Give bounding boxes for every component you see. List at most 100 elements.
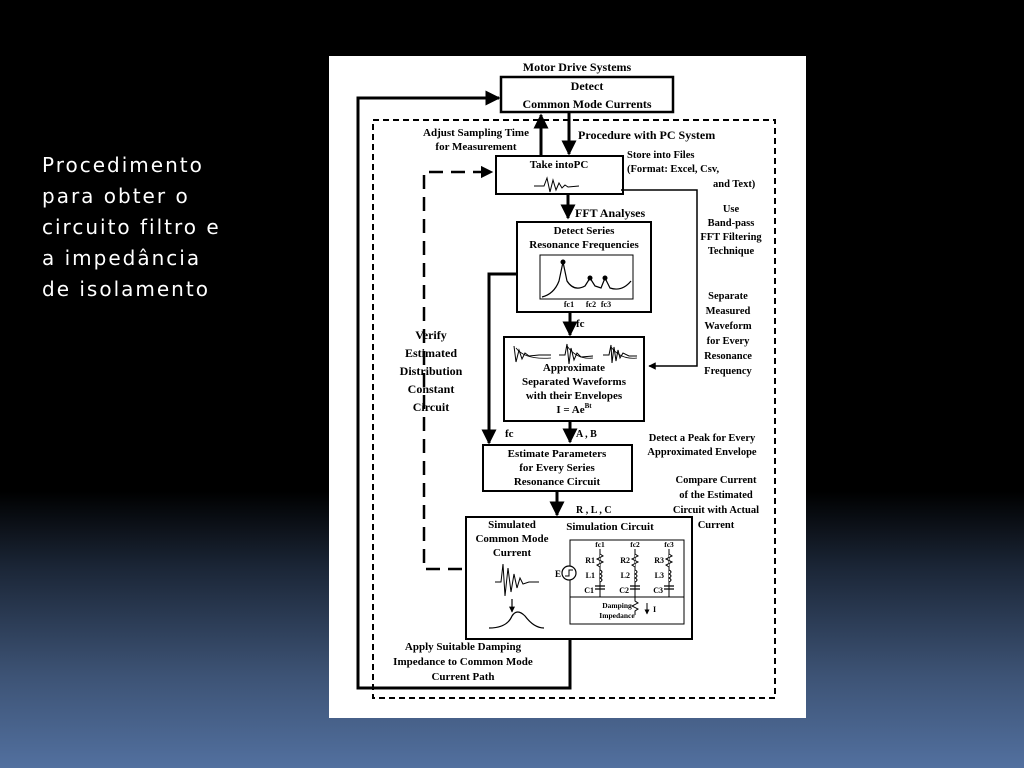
r-label: R1 bbox=[585, 556, 595, 565]
detect-box bbox=[499, 75, 675, 114]
envelope-curve bbox=[515, 347, 552, 359]
compare-label: Circuit with Actual bbox=[673, 505, 759, 516]
fc-bypass-arrow bbox=[481, 272, 517, 445]
spectrum-curve bbox=[541, 261, 632, 298]
flowchart-figure: Motor Drive Systems Detect Common Mode C… bbox=[329, 56, 806, 718]
r-label: R2 bbox=[620, 556, 630, 565]
apply-label: Apply Suitable Damping bbox=[405, 641, 522, 653]
compare-label: Current bbox=[698, 520, 735, 531]
slide-title: Procedimento para obter o circuito filtr… bbox=[42, 150, 272, 305]
formula-exponent: Bt bbox=[585, 402, 593, 410]
c-label: C3 bbox=[653, 586, 663, 595]
capacitor-icon bbox=[664, 585, 674, 590]
store-files-label: (Format: Excel, Csv, bbox=[627, 164, 720, 175]
simulation-box bbox=[465, 516, 693, 640]
damping-feedback-arrow bbox=[356, 90, 572, 690]
inductor-icon bbox=[598, 569, 603, 583]
c-label: C2 bbox=[619, 586, 629, 595]
envelope-curve bbox=[566, 345, 594, 359]
formula-base: I = Ae bbox=[556, 404, 584, 416]
approximate-formula: I = AeBt bbox=[556, 402, 592, 416]
damping-label: Impedance bbox=[599, 611, 635, 620]
verify-label: Distribution bbox=[400, 364, 463, 378]
compare-label: Compare Current bbox=[676, 475, 757, 486]
source-label: E bbox=[555, 569, 561, 579]
store-files-label: and Text) bbox=[713, 179, 756, 190]
detect-peak-label: Detect a Peak for Every bbox=[649, 433, 756, 444]
freq-label: fc3 bbox=[601, 300, 611, 309]
slide-title-line: circuito filtro e bbox=[42, 215, 221, 239]
fft-analyses-label: FFT Analyses bbox=[575, 206, 645, 220]
adjust-sampling-label: for Measurement bbox=[435, 141, 516, 153]
verify-label: Circuit bbox=[413, 400, 449, 414]
freq-label: fc1 bbox=[564, 300, 574, 309]
slide-title-line: Procedimento bbox=[42, 153, 204, 177]
simulated-wave-icon bbox=[495, 563, 539, 597]
envelope-icon bbox=[488, 611, 545, 629]
simulated-label: Current bbox=[493, 547, 532, 559]
circuit-fc-label: fc3 bbox=[664, 540, 674, 549]
approximate-label: Separated Waveforms bbox=[522, 376, 627, 388]
detect-box-line: Detect bbox=[571, 79, 604, 93]
estimate-label: Estimate Parameters bbox=[508, 448, 607, 460]
damped-wave-icon bbox=[603, 344, 637, 364]
simulation-circuit-label: Simulation Circuit bbox=[566, 521, 654, 533]
peak-marker bbox=[560, 259, 566, 265]
detect-peak-label: Approximated Envelope bbox=[647, 447, 757, 458]
spectrum-plot bbox=[539, 254, 634, 300]
flowchart-svg: Motor Drive Systems Detect Common Mode C… bbox=[356, 60, 776, 699]
use-bandpass-label: FFT Filtering bbox=[700, 232, 762, 243]
simulated-label: Simulated bbox=[488, 519, 536, 531]
separate-label: Waveform bbox=[704, 321, 751, 332]
detect-series-label: Resonance Frequencies bbox=[529, 239, 639, 251]
approximate-box bbox=[503, 336, 645, 422]
resistor-icon bbox=[595, 553, 605, 568]
l-label: L3 bbox=[655, 571, 664, 580]
verify-label: Constant bbox=[408, 382, 455, 396]
capacitor-icon bbox=[595, 585, 605, 590]
use-bandpass-label: Band-pass bbox=[708, 218, 755, 229]
source-symbol bbox=[565, 569, 573, 577]
detect-series-label: Detect Series bbox=[554, 225, 615, 237]
rlc-label: R , L , C bbox=[576, 505, 612, 516]
separate-label: for Every bbox=[707, 336, 750, 347]
inductor-icon bbox=[667, 569, 672, 583]
r-label: R3 bbox=[654, 556, 664, 565]
slide-title-line: de isolamento bbox=[42, 277, 210, 301]
take-into-pc-box bbox=[495, 155, 624, 195]
verify-label: Estimated bbox=[405, 346, 457, 360]
band-pass-arrow bbox=[621, 189, 698, 370]
use-bandpass-label: Use bbox=[723, 204, 740, 215]
damped-wave-icon bbox=[559, 343, 594, 365]
envelope-curve bbox=[610, 346, 638, 359]
capacitor-icon bbox=[630, 585, 640, 590]
l-label: L1 bbox=[586, 571, 595, 580]
l-label: L2 bbox=[621, 571, 630, 580]
circuit-fc-label: fc1 bbox=[595, 540, 605, 549]
take-into-pc-label: Take intoPC bbox=[530, 159, 589, 171]
slide-title-line: a impedância bbox=[42, 246, 202, 270]
adjust-sampling-label: Adjust Sampling Time bbox=[423, 127, 529, 139]
approximate-label: with their Envelopes bbox=[526, 390, 623, 402]
detect-series-box bbox=[516, 221, 652, 313]
estimate-box bbox=[482, 444, 633, 492]
damping-resistor-icon bbox=[630, 597, 639, 615]
c-label: C1 bbox=[584, 586, 594, 595]
verify-dashed-arrow bbox=[422, 165, 494, 571]
verify-label: Verify bbox=[415, 328, 447, 342]
current-label: I bbox=[653, 605, 656, 614]
freq-label: fc2 bbox=[586, 300, 596, 309]
fc-label: fc bbox=[576, 318, 585, 330]
inductor-icon bbox=[633, 569, 638, 583]
circuit-frame bbox=[569, 539, 685, 625]
store-files-label: Store into Files bbox=[627, 150, 694, 161]
procedure-label: Procedure with PC System bbox=[578, 128, 715, 142]
separate-label: Resonance bbox=[704, 351, 752, 362]
damped-wave-icon bbox=[513, 345, 551, 363]
separate-label: Measured bbox=[706, 306, 751, 317]
pc-system-boundary bbox=[372, 119, 776, 699]
motor-drive-label: Motor Drive Systems bbox=[523, 60, 632, 74]
slide-title-line: para obter o bbox=[42, 184, 190, 208]
separate-label: Separate bbox=[708, 291, 748, 302]
separate-label: Frequency bbox=[704, 366, 752, 377]
